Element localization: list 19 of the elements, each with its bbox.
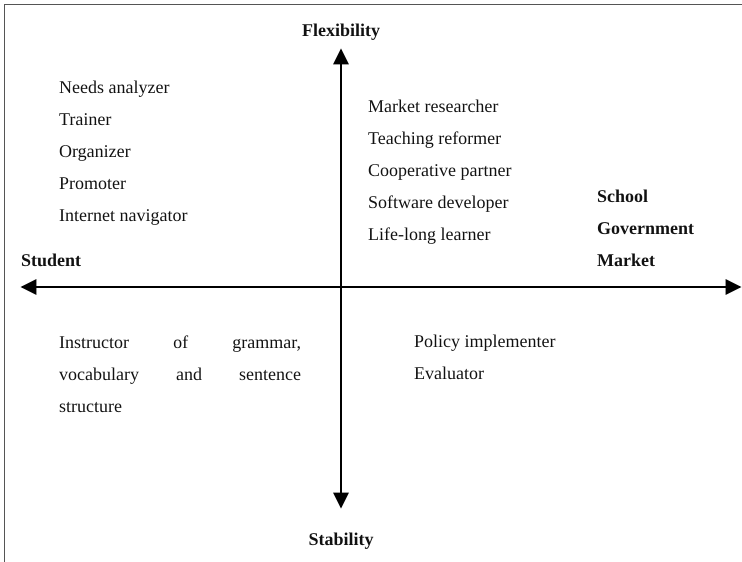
role-text: Software developer	[368, 191, 508, 213]
stakeholder-label: School	[597, 185, 648, 207]
role-text: Organizer	[59, 140, 131, 162]
role-text: Life-long learner	[368, 223, 490, 245]
role-text: Cooperative partner	[368, 159, 512, 181]
role-text: Trainer	[59, 108, 112, 130]
stakeholder-label: Government	[597, 217, 694, 239]
role-text: Evaluator	[414, 362, 484, 384]
stakeholder-label: Market	[597, 249, 655, 271]
role-text: Internet navigator	[59, 204, 188, 226]
role-text: Needs analyzer	[59, 76, 170, 98]
role-text: Policy implementer	[414, 330, 556, 352]
role-text: Teaching reformer	[368, 127, 502, 149]
stakeholder-label: Student	[21, 249, 82, 271]
role-text: Instructor of grammar, vocabulary and sentence structure	[59, 331, 301, 418]
role-text: Promoter	[59, 172, 126, 194]
axis-label: Stability	[308, 528, 374, 550]
axis-label: Flexibility	[302, 19, 380, 41]
role-text: Market researcher	[368, 95, 498, 117]
